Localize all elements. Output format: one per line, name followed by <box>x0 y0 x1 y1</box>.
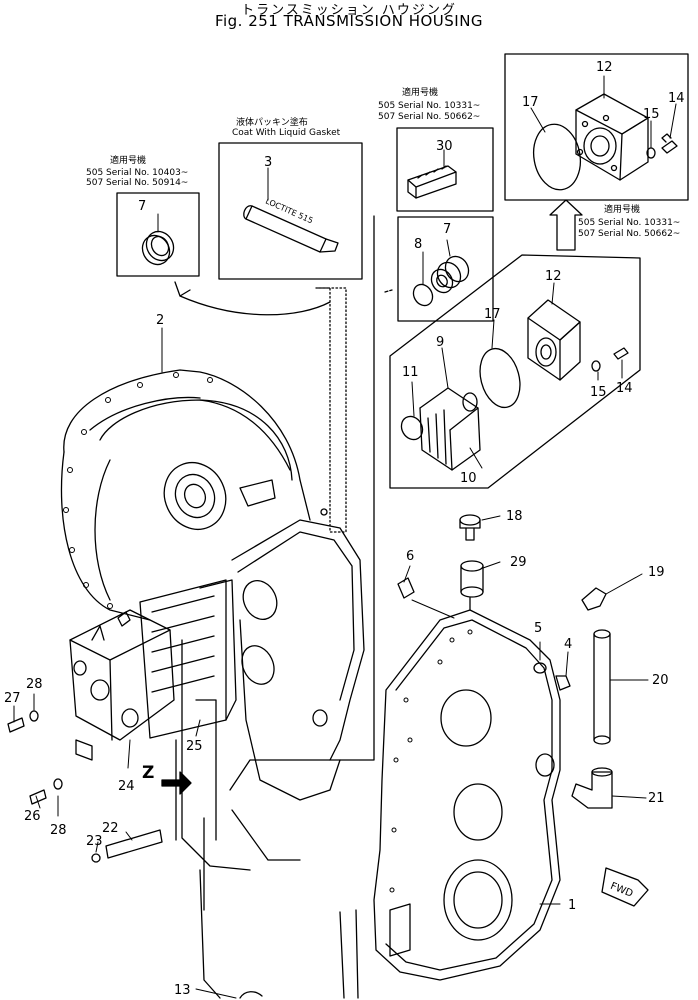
arrow-hatched-down <box>315 287 347 533</box>
inset-box-parts-7-8 <box>397 216 494 322</box>
block-part-30 <box>407 165 457 199</box>
callout-26: 26 <box>24 809 41 824</box>
callout-11: 11 <box>402 365 419 380</box>
callout-14: 14 <box>616 381 633 396</box>
screw-part-23 <box>91 853 101 863</box>
callout-numbers: 7 3 30 8 7 17 12 15 14 12 17 9 11 10 15 … <box>4 60 685 998</box>
washer-part-28-lower <box>53 778 63 790</box>
o-ring-part-17-upper <box>532 123 582 191</box>
tube-part-20 <box>593 629 611 745</box>
callout-22: 22 <box>102 821 119 836</box>
leader-line-gasket <box>229 215 375 791</box>
figure-title: Fig. 251 TRANSMISSION HOUSING <box>214 12 484 30</box>
inset-box-part-12-upper <box>504 53 689 201</box>
callout-17: 17 <box>522 95 539 110</box>
inset-box-part-7 <box>116 192 200 277</box>
filter-element-part-10 <box>419 387 481 471</box>
loctite-tube-part-3 <box>243 205 339 253</box>
plate-part-25 <box>139 579 237 739</box>
plug-part-7 <box>430 255 470 294</box>
bolt-part-14-lower <box>613 347 629 360</box>
washer-part-28-upper <box>29 710 39 722</box>
serial-note-a-505: 505 Serial No. 10403~ <box>86 168 189 178</box>
callout-6: 6 <box>406 549 414 564</box>
callout-28: 28 <box>26 677 43 692</box>
applicable-label-c: 適用号機 <box>604 205 641 215</box>
tube-brand-label: LOCTITE 515 <box>264 196 314 225</box>
arrow-up-serial <box>549 199 583 251</box>
ring-part-11 <box>400 415 424 441</box>
serial-note-b-507: 507 Serial No. 50662~ <box>378 112 481 122</box>
callout-28: 28 <box>50 823 67 838</box>
callout-2: 2 <box>156 313 164 328</box>
callout-12: 12 <box>545 269 562 284</box>
callout-8: 8 <box>414 237 422 252</box>
transmission-housing-part-2 <box>60 369 365 999</box>
callout-25: 25 <box>186 739 203 754</box>
washer-part-5 <box>533 662 547 674</box>
transmission-case-part-1 <box>373 609 561 981</box>
callout-30: 30 <box>436 139 453 154</box>
callout-21: 21 <box>648 791 665 806</box>
plate-part-22 <box>105 829 163 859</box>
title-japanese: トランスミッション ハウジング <box>241 3 457 18</box>
cap-part-18 <box>459 514 481 541</box>
callout-7: 7 <box>443 222 451 237</box>
washer-part-15-lower <box>591 360 601 372</box>
seal-part-7 <box>141 230 175 266</box>
bolt-part-14-upper <box>661 133 678 154</box>
callout-20: 20 <box>652 673 669 688</box>
cover-part-12-lower <box>527 299 581 381</box>
inset-box-part-3 <box>218 142 363 280</box>
serial-note-a-507: 507 Serial No. 50914~ <box>86 178 189 188</box>
clip-part-19 <box>581 587 607 611</box>
callout-13: 13 <box>174 983 191 998</box>
callout-29: 29 <box>510 555 527 570</box>
callout-24: 24 <box>118 779 135 794</box>
callout-12: 12 <box>596 60 613 75</box>
serial-note-c-507: 507 Serial No. 50662~ <box>578 229 681 239</box>
bolt-part-26 <box>29 789 47 805</box>
callout-27: 27 <box>4 691 21 706</box>
gasket-note-jp: 液体パッキン塗布 <box>236 118 308 128</box>
callout-4: 4 <box>564 637 572 652</box>
arrow-dash <box>384 289 393 293</box>
flange-bolt-holes <box>63 372 213 609</box>
callout-14: 14 <box>668 91 685 106</box>
dowel-pin-part-6 <box>397 577 415 599</box>
o-ring-part-17-lower <box>479 347 521 409</box>
serial-note-b-505: 505 Serial No. 10331~ <box>378 101 481 111</box>
cover-part-12-upper <box>575 93 649 181</box>
callout-9: 9 <box>436 335 444 350</box>
breather-part-29 <box>460 560 484 611</box>
view-z-label: Z <box>142 763 154 783</box>
callout-1: 1 <box>568 898 576 913</box>
gasket-note-en: Coat With Liquid Gasket <box>232 128 341 138</box>
callout-15: 15 <box>643 107 660 122</box>
callout-leaders <box>13 75 677 999</box>
callout-23: 23 <box>86 834 103 849</box>
callout-19: 19 <box>648 565 665 580</box>
control-valve-part-24 <box>69 609 175 761</box>
callout-10: 10 <box>460 471 477 486</box>
applicable-label-a: 適用号機 <box>110 156 147 166</box>
callout-3: 3 <box>264 155 272 170</box>
callout-18: 18 <box>506 509 523 524</box>
bolt-part-4 <box>555 675 571 691</box>
callout-7: 7 <box>138 199 146 214</box>
fwd-arrow <box>601 867 649 907</box>
callout-17: 17 <box>484 307 501 322</box>
arrow-to-seal <box>174 281 331 316</box>
callout-15: 15 <box>590 385 607 400</box>
elbow-part-21 <box>571 767 613 809</box>
o-ring-part-8 <box>412 283 434 307</box>
serial-note-c-505: 505 Serial No. 10331~ <box>578 218 681 228</box>
callout-5: 5 <box>534 621 542 636</box>
case-bolt-holes <box>389 629 473 893</box>
inset-box-part-30 <box>396 127 494 212</box>
bolt-part-27 <box>7 717 25 733</box>
applicable-label-b: 適用号機 <box>402 88 439 98</box>
inset-box-filter-assembly <box>389 254 641 489</box>
